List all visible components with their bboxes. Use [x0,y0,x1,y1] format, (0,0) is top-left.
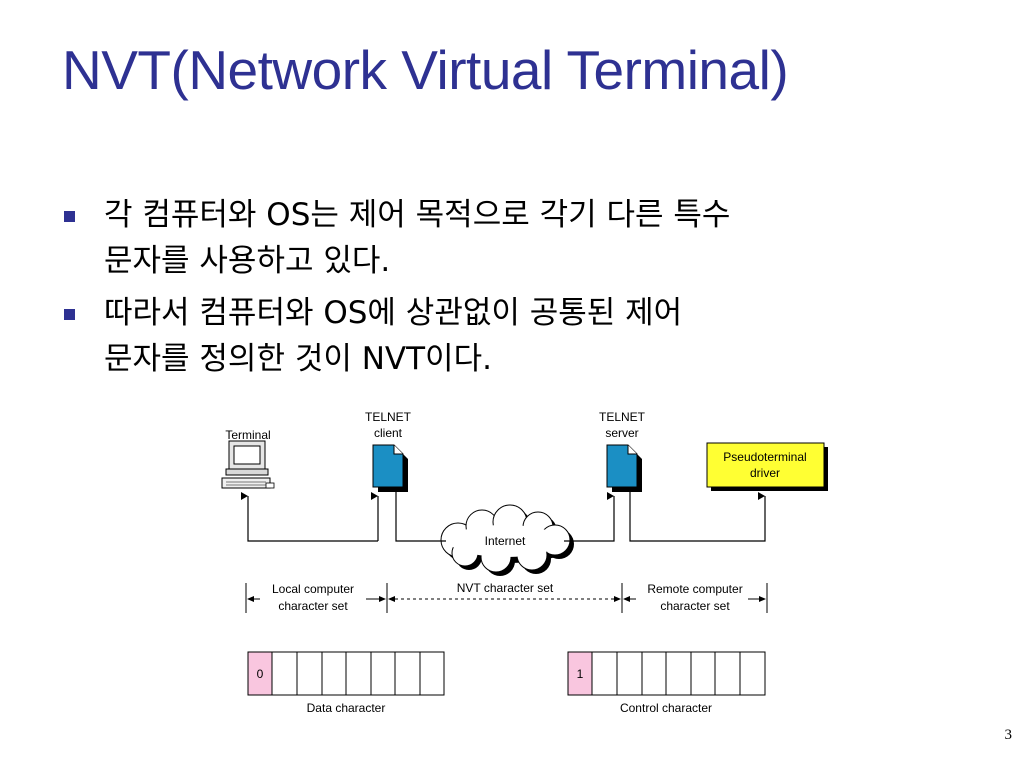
internet-label: Internet [485,534,526,548]
control-character-bits [567,651,766,696]
telnet-server-label: TELNET [599,410,646,424]
square-bullet-icon [64,211,75,222]
remote-charset-label: character set [660,599,730,613]
telnet-client-label: client [374,426,403,440]
pseudoterminal-driver-box [706,442,828,491]
data-character-caption: Data character [307,701,386,715]
internet-cloud-icon [440,504,574,576]
slide-title: NVT(Network Virtual Terminal) [62,39,789,101]
connection-lines [241,489,766,542]
data-character-bits [247,651,445,696]
telnet-server-document-icon [606,444,642,492]
data-bit-value: 0 [257,667,264,681]
driver-label: Pseudoterminal [723,450,806,464]
control-bit-value: 1 [577,667,584,681]
control-character-caption: Control character [620,701,712,715]
nvt-charset-label: NVT character set [457,581,554,595]
bullet-item: 각 컴퓨터와 OS는 제어 목적으로 각기 다른 특수 문자를 사용하고 있다. [62,192,962,284]
bullet-line: 따라서 컴퓨터와 OS에 상관없이 공통된 제어 [104,295,683,331]
telnet-client-label: TELNET [365,410,412,424]
telnet-server-label: server [605,426,638,440]
telnet-client-document-icon [372,444,408,492]
range-arrowheads [247,596,766,602]
bullet-line: 각 컴퓨터와 OS는 제어 목적으로 각기 다른 특수 [104,197,731,233]
bullet-line: 문자를 사용하고 있다. [104,243,391,279]
remote-charset-label: Remote computer [647,582,742,596]
driver-label: driver [750,466,780,480]
bullet-list: 각 컴퓨터와 OS는 제어 목적으로 각기 다른 특수 문자를 사용하고 있다.… [62,192,962,388]
local-charset-label: Local computer [272,582,354,596]
terminal-computer-icon [221,440,275,489]
local-charset-label: character set [278,599,348,613]
bullet-item: 따라서 컴퓨터와 OS에 상관없이 공통된 제어 문자를 정의한 것이 NVT이… [62,290,962,382]
square-bullet-icon [64,309,75,320]
terminal-label: Terminal [225,428,270,442]
bullet-line: 문자를 정의한 것이 NVT이다. [104,341,492,377]
page-number: 3 [1004,727,1013,743]
